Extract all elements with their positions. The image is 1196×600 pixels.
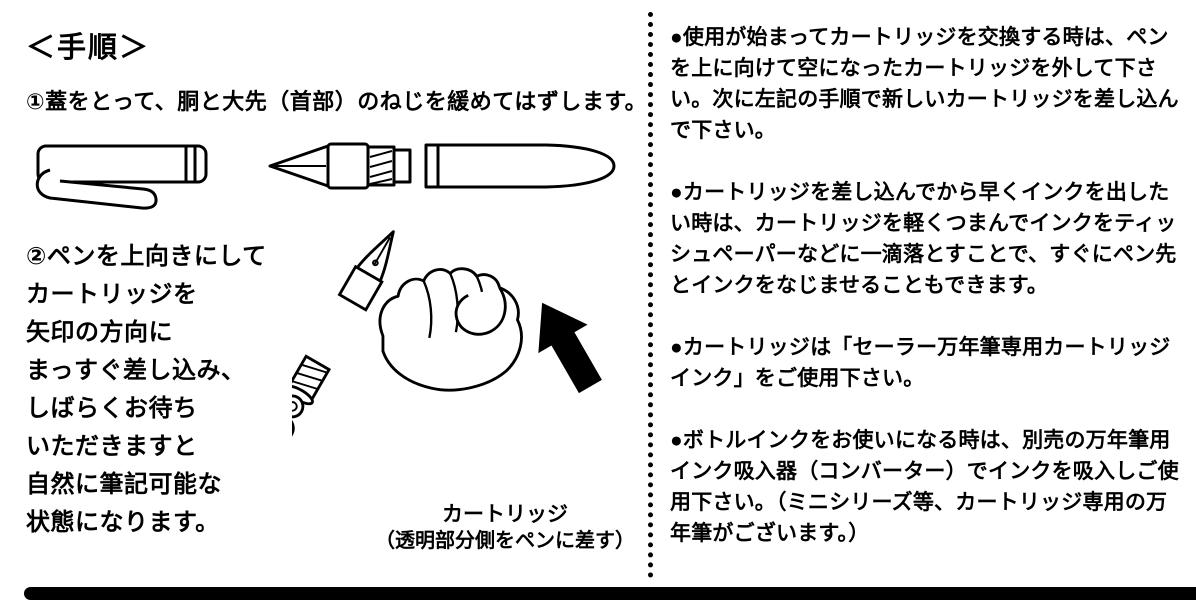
hand-drawing — [378, 267, 523, 392]
cartridge-caption-note: （透明部分側をペンに差す） — [375, 530, 635, 552]
note-paragraph: ●ボトルインクをお使いになる時は、別売の万年筆用インク吸入器（コンバーター）でイ… — [670, 429, 1179, 545]
step-2-line: いただきますと — [26, 433, 198, 460]
step-2-line: 矢印の方向に — [26, 319, 173, 346]
pen-nib-section-drawing — [268, 142, 412, 190]
cartridge-ball-drawing — [292, 394, 305, 419]
step-2-line: カートリッジを — [26, 281, 198, 308]
cartridge-drawing — [292, 413, 295, 508]
step-2-text: ②ペンを上向きにして カートリッジを 矢印の方向に まっすぐ差し込み、 しばらく… — [26, 238, 267, 542]
cartridge-caption-title: カートリッジ — [442, 503, 568, 526]
procedure-title: ＜手順＞ — [26, 32, 151, 64]
step-2-line: まっすぐ差し込み、 — [26, 357, 246, 384]
step-2-line: ②ペンを上向きにして — [26, 243, 267, 270]
step-2-line: しばらくお待ち — [26, 395, 198, 422]
step-1-text: ①蓋をとって、胴と大先（首部）のねじを緩めてはずします。 — [26, 89, 648, 114]
note-paragraph: ●使用が始まってカートリッジを交換する時は、ペンを上に向けて空になったカートリッ… — [670, 26, 1179, 142]
dotted-divider — [648, 12, 653, 578]
step-2-line: 状態になります。 — [26, 509, 220, 536]
note-paragraph: ●カートリッジは「セーラー万年筆専用カートリッジインク」をご使用下さい。 — [670, 336, 1171, 390]
insert-direction-arrow-icon — [538, 302, 602, 394]
pen-barrel-drawing — [424, 143, 616, 189]
cartridge-caption: カートリッジ （透明部分側をペンに差す） — [360, 502, 650, 554]
step-2-line: 自然に筆記可能な — [26, 471, 222, 498]
pen-parts-illustration — [35, 142, 616, 210]
pen-thread-end-drawing — [292, 354, 332, 406]
hand-insert-illustration — [292, 230, 602, 508]
pen-nib-drawing — [337, 230, 395, 312]
bottom-black-bar — [24, 587, 1196, 600]
thread-hatching — [369, 150, 393, 185]
notes-column: ●使用が始まってカートリッジを交換する時は、ペンを上に向けて空になったカートリッ… — [670, 22, 1182, 580]
pen-cap-drawing — [35, 144, 208, 210]
note-paragraph: ●カートリッジを差し込んでから早くインクを出したい時は、カートリッジを軽くつまん… — [670, 181, 1177, 297]
